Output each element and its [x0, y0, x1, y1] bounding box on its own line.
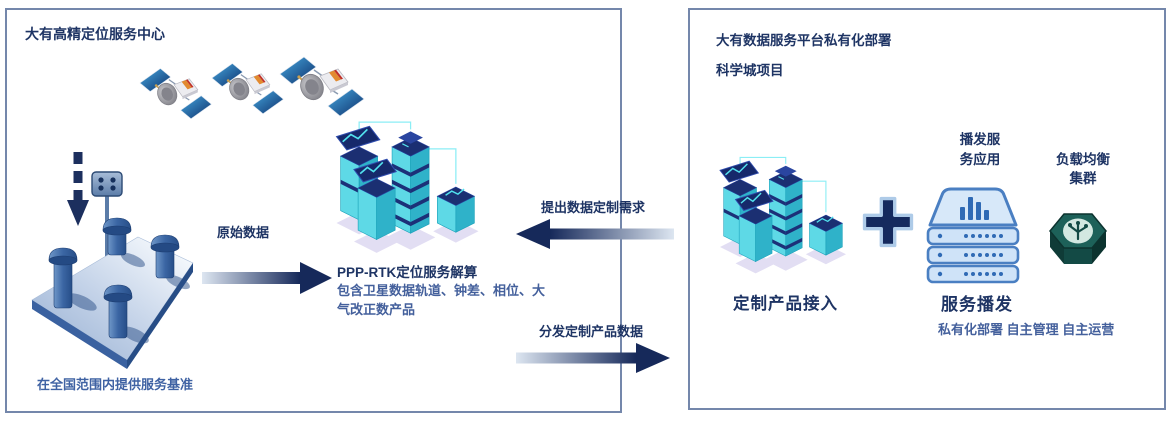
distribute-label: 分发定制产品数据	[539, 324, 644, 339]
load-balancer-hexagon-icon	[1049, 213, 1107, 264]
right-panel-title-line2: 科学城项目	[716, 63, 784, 78]
dashed-downlink-arrow-icon	[67, 147, 340, 226]
service-broadcast-title: 服务播发	[941, 295, 1013, 314]
distribute-arrow-right	[516, 343, 670, 373]
broadcast-app-label: 播发服 务应用	[940, 130, 1020, 170]
left-panel-title: 大有高精定位服务中心	[25, 26, 165, 42]
raw-data-label: 原始数据	[217, 225, 270, 240]
solution-desc-line2: 气改正数产品	[337, 302, 416, 317]
right-panel-title-line1: 大有数据服务平台私有化部署	[716, 33, 892, 48]
solution-title: PPP-RTK定位服务解算	[337, 265, 478, 280]
request-label: 提出数据定制需求	[541, 200, 646, 215]
broadcast-app-line2: 务应用	[959, 152, 1001, 167]
access-label: 定制产品接入	[733, 295, 838, 313]
right-panel	[688, 8, 1166, 410]
data-center-buildings-icon	[335, 121, 480, 254]
load-balancer-line1: 负载均衡	[1056, 152, 1110, 167]
load-balancer-line2: 集群	[1069, 171, 1097, 186]
service-broadcast-desc: 私有化部署 自主管理 自主运营	[938, 322, 1115, 337]
broadcast-app-line1: 播发服	[959, 132, 1001, 147]
data-center-buildings-icon	[719, 156, 847, 275]
plus-icon	[862, 196, 914, 248]
gnss-base-station-icon	[31, 217, 194, 369]
raw-data-arrow	[202, 262, 332, 294]
request-arrow-left	[516, 219, 674, 249]
coverage-note: 在全国范围内提供服务基准	[37, 377, 194, 392]
load-balancer-label: 负载均衡 集群	[1038, 150, 1128, 188]
server-rack-icon	[926, 187, 1020, 284]
solution-desc-line1: 包含卫星数据轨道、钟差、相位、大	[337, 283, 546, 298]
